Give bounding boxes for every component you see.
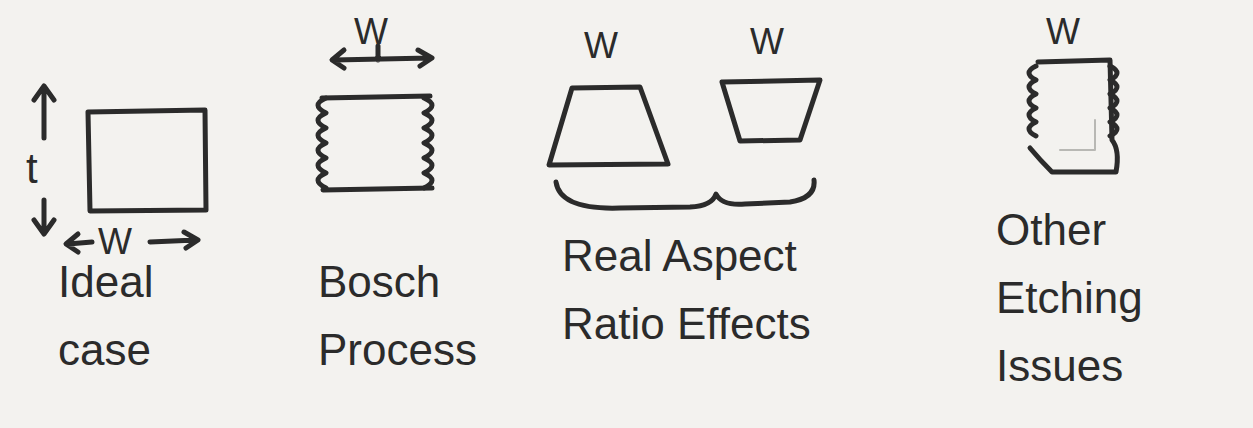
dimension-label: W xyxy=(1046,4,1096,60)
inverted-tapered-profile xyxy=(722,80,820,141)
dimension-label: W xyxy=(584,18,634,74)
scallop-wall xyxy=(1110,66,1117,136)
caption-label: Other Etching Issues xyxy=(996,196,1246,401)
grouping-brace xyxy=(556,180,814,208)
scallop-wall xyxy=(318,98,326,188)
bosch-profile xyxy=(322,96,432,190)
width-arrow xyxy=(66,232,198,252)
caption-label: Real Aspect Ratio Effects xyxy=(562,222,902,358)
dimension-label: W xyxy=(750,14,800,70)
dimension-label: t xyxy=(26,136,66,201)
caption-label: Ideal case xyxy=(58,248,208,384)
scallop-wall xyxy=(1029,66,1036,136)
irregular-profile xyxy=(1030,60,1117,172)
tapered-profile xyxy=(549,87,668,165)
scallop-wall xyxy=(424,98,432,188)
caption-label: Bosch Process xyxy=(318,248,518,384)
dimension-label: W xyxy=(354,4,404,60)
ideal-profile xyxy=(88,110,206,211)
faint-pencil-mark xyxy=(1060,120,1095,150)
